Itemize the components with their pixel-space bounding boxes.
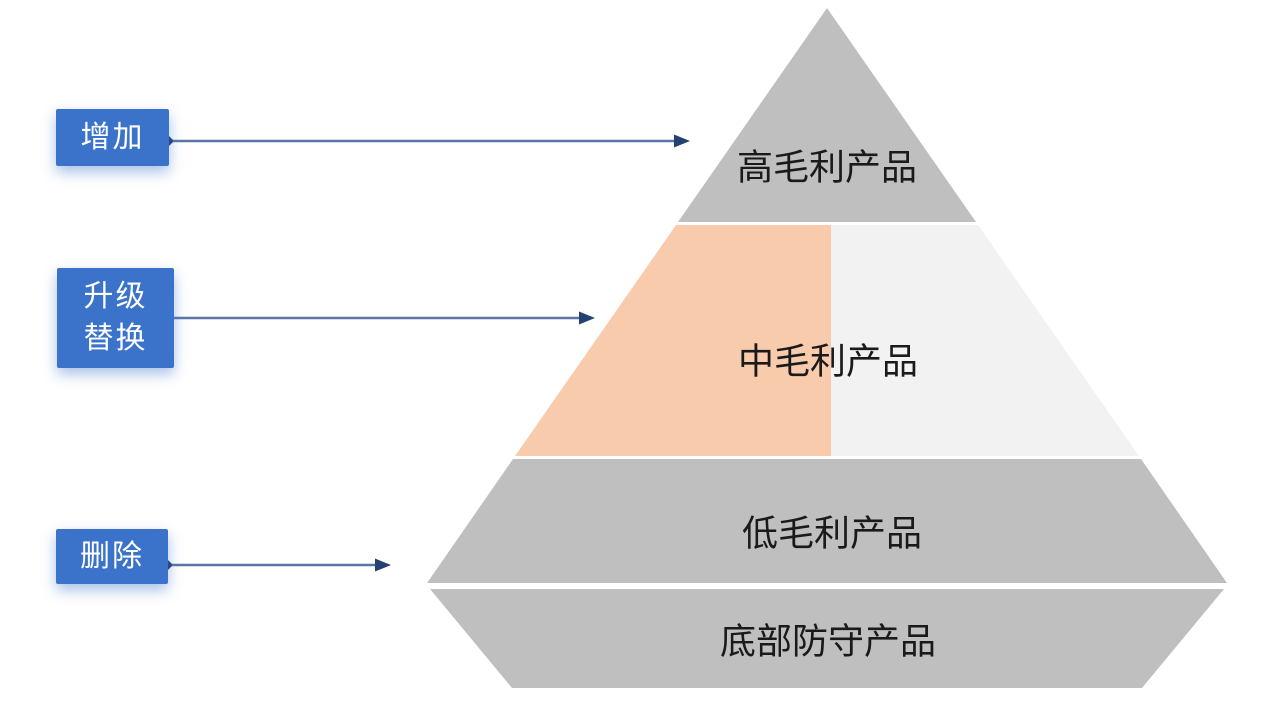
action-box-delete: 删除 bbox=[56, 529, 168, 584]
action-box-add-label: 增加 bbox=[80, 120, 145, 154]
action-box-upgrade-label-line1: 升级 bbox=[83, 280, 148, 313]
label-low-margin-products: 低毛利产品 bbox=[742, 513, 922, 554]
action-box-upgrade-replace: 升级 替换 bbox=[57, 268, 174, 368]
pyramid-level-mid-margin-left bbox=[515, 225, 831, 456]
pyramid-level-bottom-defense bbox=[430, 589, 1224, 688]
action-box-upgrade-label-line2: 替换 bbox=[83, 322, 148, 355]
label-bottom-defense-products: 底部防守产品 bbox=[720, 621, 936, 662]
action-box-add: 增加 bbox=[56, 109, 169, 166]
label-mid-margin-products: 中毛利产品 bbox=[738, 341, 918, 382]
arrowhead-icon bbox=[674, 134, 690, 148]
connector-upgrade-replace bbox=[161, 311, 595, 325]
arrowhead-icon bbox=[579, 311, 595, 325]
connector-add bbox=[160, 134, 690, 148]
arrowhead-icon bbox=[375, 558, 391, 572]
pyramid-level-mid-margin-right bbox=[831, 225, 1139, 456]
action-box-delete-label: 删除 bbox=[80, 539, 144, 573]
pyramid-level-high-margin bbox=[678, 8, 976, 222]
pyramid-level-low-margin bbox=[427, 459, 1227, 583]
label-high-margin-products: 高毛利产品 bbox=[737, 147, 917, 188]
connector-delete bbox=[159, 558, 391, 572]
